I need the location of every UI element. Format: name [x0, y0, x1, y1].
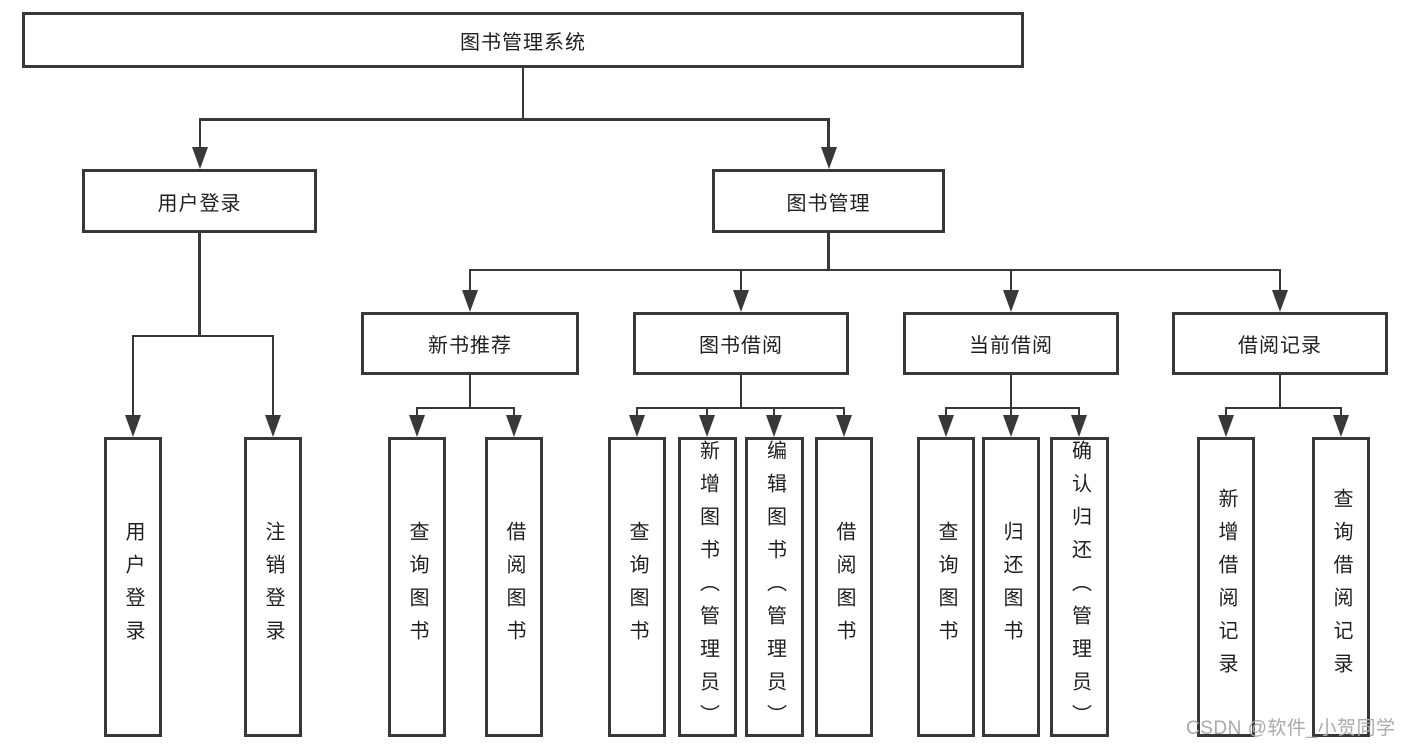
arrowhead-leaf-query1: [409, 415, 425, 437]
arrowhead-leaf-add-record: [1218, 415, 1234, 437]
watermark: CSDN @软件_小贺同学: [1186, 718, 1396, 739]
leaf-borrow-books-label: 借阅图书: [833, 521, 855, 653]
connector-book-borrowing-branch: [635, 406, 846, 409]
connector-to-book-borrowing: [739, 270, 743, 292]
leaf-query-books-borrowing: 查询图书: [608, 437, 666, 737]
arrowhead-current-borrowing: [1003, 290, 1019, 312]
leaf-borrow-books-recommend-label: 借阅图书: [503, 521, 525, 653]
node-user-login: 用户登录: [82, 169, 317, 233]
arrowhead-leaf-add-book: [699, 415, 715, 437]
connector-to-leaf-query1: [415, 408, 419, 418]
node-root-label: 图书管理系统: [460, 31, 586, 54]
arrowhead-new-book: [462, 290, 478, 312]
leaf-logout-label: 注销登录: [262, 521, 284, 653]
arrowhead-book-management: [820, 147, 837, 169]
connector-to-new-book: [468, 270, 472, 292]
connector-current-borrowing-stem: [1009, 375, 1013, 408]
connector-borrowing-records-stem: [1278, 375, 1282, 408]
node-root: 图书管理系统: [22, 12, 1024, 68]
leaf-query-books-current-label: 查询图书: [935, 521, 957, 653]
arrowhead-leaf-confirm-return: [1071, 415, 1087, 437]
node-borrowing-records-label: 借阅记录: [1238, 335, 1322, 357]
connector-book-management-branch: [468, 268, 1282, 271]
arrowhead-leaf-query-record: [1333, 415, 1349, 437]
node-current-borrowing-label: 当前借阅: [969, 335, 1053, 357]
leaf-return-book-label: 归还图书: [1000, 521, 1022, 653]
leaf-query-borrow-record-label: 查询借阅记录: [1330, 488, 1352, 686]
leaf-query-books-recommend-label: 查询图书: [406, 521, 428, 653]
connector-root-branch: [198, 118, 830, 121]
arrowhead-leaf-query2: [629, 415, 645, 437]
node-current-borrowing: 当前借阅: [903, 312, 1119, 375]
connector-to-leaf-confirm-return: [1077, 408, 1081, 418]
leaf-borrow-books: 借阅图书: [815, 437, 873, 737]
leaf-add-book-admin-label: 新增图书（管理员）: [696, 440, 719, 737]
leaf-borrow-books-recommend: 借阅图书: [485, 437, 543, 737]
connector-to-leaf-query-record: [1339, 408, 1343, 418]
node-new-book-recommend: 新书推荐: [361, 312, 579, 375]
node-new-book-recommend-label: 新书推荐: [428, 335, 512, 357]
connector-borrowing-records-branch: [1224, 406, 1343, 409]
connector-to-borrowing-records: [1278, 270, 1282, 292]
leaf-logout: 注销登录: [244, 437, 302, 737]
leaf-confirm-return-admin: 确认归还（管理员）: [1050, 437, 1109, 737]
arrowhead-leaf-edit-book: [766, 415, 782, 437]
connector-to-leaf-add-record: [1224, 408, 1228, 418]
connector-to-leaf-edit-book: [772, 408, 776, 418]
connector-to-leaf-borrow2: [842, 408, 846, 418]
arrowhead-leaf-borrow2: [836, 415, 852, 437]
leaf-add-book-admin: 新增图书（管理员）: [678, 437, 737, 737]
leaf-add-borrow-record-label: 新增借阅记录: [1215, 488, 1237, 686]
leaf-confirm-return-admin-label: 确认归还（管理员）: [1068, 440, 1091, 737]
connector-user-login-branch: [131, 334, 275, 337]
connector-to-leaf-login: [131, 336, 135, 416]
leaf-query-borrow-record: 查询借阅记录: [1312, 437, 1370, 737]
node-book-management-label: 图书管理: [786, 192, 871, 215]
leaf-add-borrow-record: 新增借阅记录: [1197, 437, 1255, 737]
leaf-user-login-label: 用户登录: [122, 521, 144, 653]
connector-to-book-management: [827, 118, 830, 148]
connector-to-leaf-add-book: [705, 408, 709, 418]
connector-to-current-borrowing: [1009, 270, 1013, 292]
node-book-borrowing: 图书借阅: [633, 312, 849, 375]
connector-to-user-login: [198, 118, 202, 148]
node-book-management: 图书管理: [712, 169, 945, 233]
leaf-edit-book-admin: 编辑图书（管理员）: [745, 437, 804, 737]
leaf-edit-book-admin-label: 编辑图书（管理员）: [763, 440, 786, 737]
connector-book-borrowing-stem: [739, 375, 743, 408]
leaf-query-books-borrowing-label: 查询图书: [626, 521, 648, 653]
connector-to-leaf-borrow1: [512, 408, 516, 418]
arrowhead-user-login: [192, 147, 208, 169]
connector-to-leaf-return-book: [1009, 408, 1013, 418]
connector-to-leaf-query2: [635, 408, 639, 418]
arrowhead-leaf-login: [125, 415, 141, 437]
arrowhead-borrowing-records: [1272, 290, 1288, 312]
connector-user-login-stem: [198, 233, 201, 336]
arrowhead-leaf-borrow1: [506, 415, 522, 437]
leaf-query-books-current: 查询图书: [917, 437, 975, 737]
connector-root-stem: [521, 68, 525, 118]
leaf-query-books-recommend: 查询图书: [388, 437, 446, 737]
arrowhead-leaf-query3: [938, 415, 954, 437]
node-book-borrowing-label: 图书借阅: [699, 335, 783, 357]
connector-to-leaf-query3: [944, 408, 948, 418]
connector-book-management-stem: [827, 233, 830, 270]
connector-new-book-stem: [468, 375, 472, 408]
connector-new-book-branch: [415, 406, 516, 409]
arrowhead-leaf-return-book: [1003, 415, 1019, 437]
leaf-return-book: 归还图书: [982, 437, 1040, 737]
leaf-user-login: 用户登录: [104, 437, 162, 737]
arrowhead-book-borrowing: [733, 290, 749, 312]
node-user-login-label: 用户登录: [157, 192, 242, 215]
connector-to-leaf-logout: [271, 336, 275, 416]
connector-current-borrowing-branch: [944, 406, 1081, 409]
arrowhead-leaf-logout: [265, 415, 281, 437]
node-borrowing-records: 借阅记录: [1172, 312, 1388, 375]
